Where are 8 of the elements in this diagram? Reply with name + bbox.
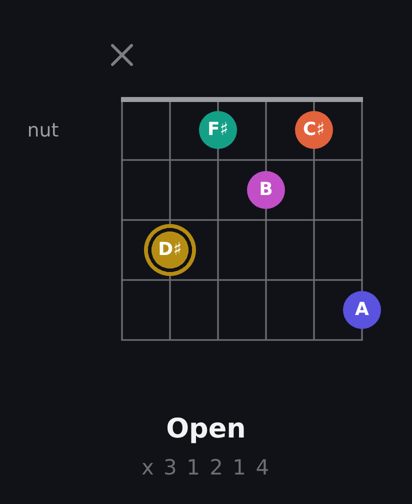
nut-label: nut bbox=[27, 122, 59, 140]
note-dot: A bbox=[343, 291, 381, 329]
note-dot: C♯ bbox=[295, 111, 333, 149]
root-note-dot: D♯ bbox=[144, 224, 196, 276]
note-dot: F♯ bbox=[199, 111, 237, 149]
note-dot: B bbox=[247, 171, 285, 209]
fingering-text: x 3 1 2 1 4 bbox=[141, 458, 271, 478]
chord-title: Open bbox=[166, 416, 246, 442]
